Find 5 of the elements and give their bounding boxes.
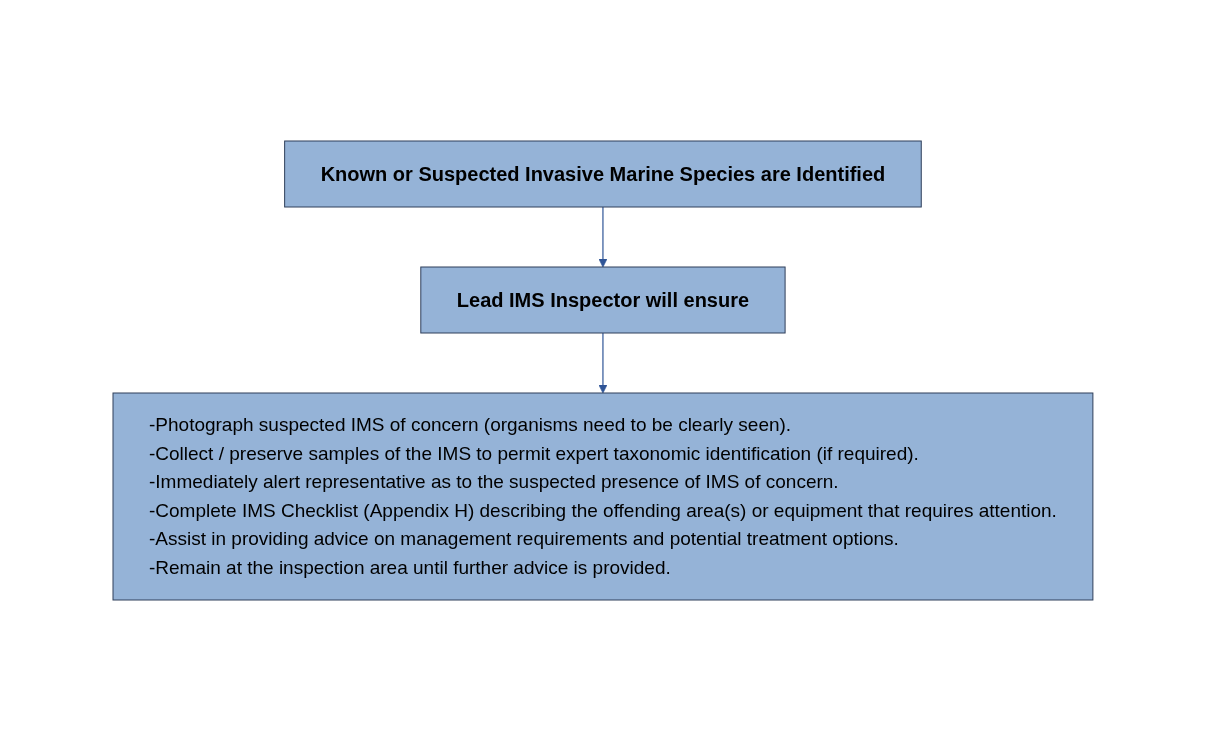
node-box: -Photograph suspected IMS of concern (organisms need to be clearly seen). -Collect / preserve samples of the IMS to permit expert taxonomic identification (if required). -Immediately alert representative as to the suspected presence of IMS of concern. -Complete IMS Checklist (Appendix H) describing the offending area(s) or equipment that requires attention. -Assist in providing advice on management requirements and potential treatment options. -Remain at the inspection area until further advice is provided. xyxy=(112,392,1094,600)
arrow xyxy=(598,331,608,393)
arrow xyxy=(598,205,608,267)
node-box: Known or Suspected Invasive Marine Species are Identified xyxy=(284,140,922,207)
node-box: Lead IMS Inspector will ensure xyxy=(420,266,786,333)
